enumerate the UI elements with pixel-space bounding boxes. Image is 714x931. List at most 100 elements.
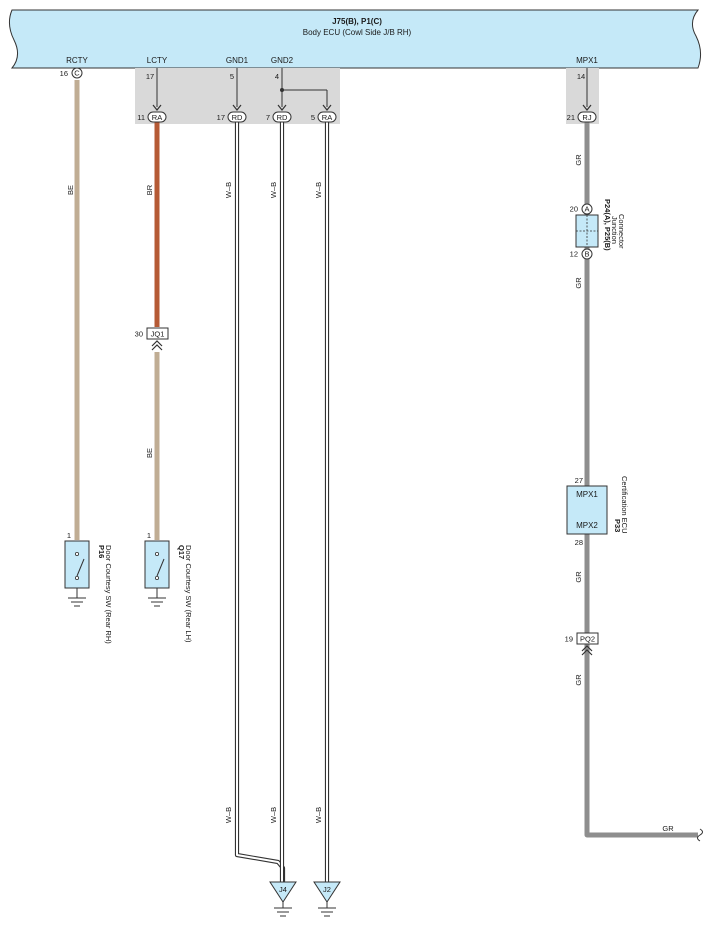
connector-jq1-pin: 30 xyxy=(135,330,143,339)
wire-color-mpx-2: GR xyxy=(574,277,583,289)
pin-num-rd-gnd1: 17 xyxy=(217,113,225,122)
wire-gnd1 xyxy=(234,122,286,882)
body-ecu-block xyxy=(8,9,702,69)
junction-connector-id: P24(A), P25(B) xyxy=(603,199,612,251)
wire-color-gnd2-rd-lower: W–B xyxy=(269,807,278,823)
pin-num-rcty: 16 xyxy=(60,69,68,78)
pin-num-lcty: 17 xyxy=(146,72,154,81)
pin-name-mpx1: MPX1 xyxy=(576,56,598,65)
arrow-lcty xyxy=(152,104,162,111)
connector-rd-gnd1: RD xyxy=(227,111,247,123)
cert-ecu-out-label: MPX2 xyxy=(576,521,598,530)
connector-rj-mpx1-label: RJ xyxy=(582,113,591,122)
switch-p16-name: Door Courtesy SW (Rear RH) xyxy=(104,545,113,644)
ground-point-j4 xyxy=(269,881,297,903)
wire-color-gnd2-rd-upper: W–B xyxy=(269,182,278,198)
junction-connector-name-1: Junction xyxy=(610,216,619,244)
ecu-subtitle: Body ECU (Cowl Side J/B RH) xyxy=(303,28,412,37)
ground-point-j2-label: J2 xyxy=(323,885,331,894)
ground-symbol-p16 xyxy=(68,597,86,607)
switch-q17-blade xyxy=(156,558,165,577)
wire-color-gnd1-upper: W–B xyxy=(224,182,233,198)
junction-connector-top-pin: 20 xyxy=(570,205,578,214)
switch-q17-contact-top xyxy=(154,552,159,557)
switch-p16-blade xyxy=(76,558,85,577)
connector-rcty-c xyxy=(71,67,83,79)
wire-color-mpx-3: GR xyxy=(574,571,583,583)
cert-ecu-out-pin: 28 xyxy=(575,538,583,547)
connector-pq2-label: PQ2 xyxy=(580,635,595,644)
wire-gnd1-inner xyxy=(236,122,284,882)
connector-ra-lcty: RA xyxy=(147,111,167,123)
gnd2-splice-dot xyxy=(280,88,284,92)
switch-p16-body xyxy=(64,540,90,589)
switch-p16-pin: 1 xyxy=(67,531,71,540)
pin-num-gnd2: 4 xyxy=(275,72,279,81)
switch-q17-id: Q17 xyxy=(177,545,186,559)
junction-connector-name-2: Connector xyxy=(617,214,626,249)
switch-p16-id: P16 xyxy=(97,545,106,558)
arrow-gnd2-rd xyxy=(277,104,287,111)
wire-color-mpx-5: GR xyxy=(662,824,674,833)
cert-ecu-id: P33 xyxy=(613,519,622,532)
pin-num-mpx1: 14 xyxy=(577,72,585,81)
connector-pq2-pin: 19 xyxy=(565,635,573,644)
wire-mpx-break-mark xyxy=(697,828,703,842)
pin-name-gnd1: GND1 xyxy=(226,56,249,65)
arrow-gnd2-ra xyxy=(322,104,332,111)
wire-color-mpx-4: GR xyxy=(574,674,583,686)
switch-q17-name: Door Courtesy SW (Rear LH) xyxy=(184,545,193,643)
switch-q17-pin: 1 xyxy=(147,531,151,540)
cert-ecu-body xyxy=(566,485,608,535)
pin-name-lcty: LCTY xyxy=(147,56,168,65)
wire-color-gnd2-ra-upper: W–B xyxy=(314,182,323,198)
junction-connector-tag-a xyxy=(581,203,593,215)
ecu-title: J75(B), P1(C) xyxy=(332,17,382,26)
ground-symbol-j4 xyxy=(274,907,292,917)
switch-p16-contact-bottom xyxy=(75,576,80,581)
switch-q17-contact-bottom xyxy=(154,576,159,581)
junction-connector-tag-a-letter: A xyxy=(584,205,589,214)
wire-color-gnd2-ra-lower: W–B xyxy=(314,807,323,823)
connector-ra-gnd2: RA xyxy=(317,111,337,123)
pin-num-gnd1: 5 xyxy=(230,72,234,81)
connector-jq1 xyxy=(146,327,169,340)
switch-p16-contact-top xyxy=(75,552,80,557)
wire-color-mpx-1: GR xyxy=(574,154,583,166)
cert-ecu-in-label: MPX1 xyxy=(576,490,598,499)
pin-num-ra-gnd2: 5 xyxy=(311,113,315,122)
connector-rcty-c-letter: C xyxy=(74,69,80,78)
ground-point-j2 xyxy=(313,881,341,903)
wire-color-rcty: BE xyxy=(66,185,75,195)
wire-mpx xyxy=(584,122,698,838)
connector-jq1-chevron xyxy=(151,340,163,351)
arrow-gnd1 xyxy=(232,104,242,111)
ground-symbol-q17 xyxy=(148,597,166,607)
cert-ecu-in-pin: 27 xyxy=(575,476,583,485)
junction-connector-tag-b-letter: B xyxy=(584,250,589,259)
ground-symbol-j2 xyxy=(318,907,336,917)
wire-color-lcty-upper: BR xyxy=(145,184,154,195)
connector-ra-lcty-label: RA xyxy=(152,113,162,122)
pin-name-gnd2: GND2 xyxy=(271,56,294,65)
switch-q17-body xyxy=(144,540,170,589)
connector-rd-gnd2-label: RD xyxy=(277,113,288,122)
connector-pq2 xyxy=(576,632,599,645)
wire-color-lcty-lower: BE xyxy=(145,448,154,458)
arrow-mpx1 xyxy=(582,104,592,111)
ground-point-j4-label: J4 xyxy=(279,885,287,894)
connector-rd-gnd1-label: RD xyxy=(232,113,243,122)
connector-rj-mpx1: RJ xyxy=(577,111,597,123)
connector-pq2-chevron xyxy=(581,645,593,656)
wire-color-gnd1-lower: W–B xyxy=(224,807,233,823)
pin-num-rj-mpx1: 21 xyxy=(567,113,575,122)
pin-num-rd-gnd2: 7 xyxy=(266,113,270,122)
pin-name-rcty: RCTY xyxy=(66,56,88,65)
connector-jq1-label: JQ1 xyxy=(151,330,165,339)
junction-connector-bottom-pin: 12 xyxy=(570,250,578,259)
junction-connector-tag-b xyxy=(581,248,593,260)
pin-num-ra-lcty: 11 xyxy=(137,113,145,122)
connector-rd-gnd2: RD xyxy=(272,111,292,123)
connector-ra-gnd2-label: RA xyxy=(322,113,332,122)
